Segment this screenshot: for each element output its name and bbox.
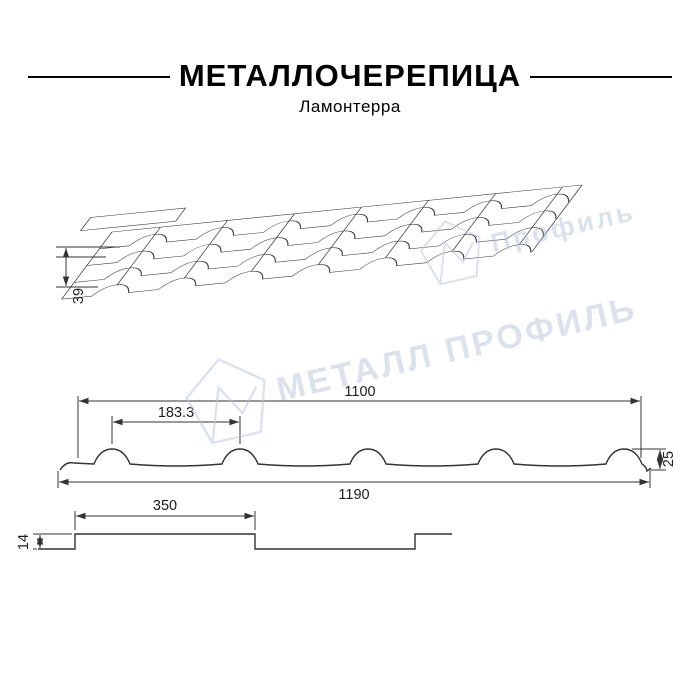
dim-39-label: 39 xyxy=(71,288,87,304)
module-step-profile: 350 14 xyxy=(16,498,452,550)
roof-3d-view: 39 xyxy=(56,184,583,304)
watermark-text: МЕТАЛЛ ПРОФИЛЬ xyxy=(273,289,641,409)
dim-350-extensions xyxy=(74,511,256,530)
dim-1190-label: 1190 xyxy=(338,487,369,503)
roof-sheet xyxy=(61,184,583,300)
dim-14-extensions xyxy=(33,533,72,550)
watermark-logo-fold-icon-2 xyxy=(439,240,475,285)
watermark-secondary: Профиль xyxy=(419,196,638,286)
watermark-logo-fold-icon xyxy=(211,384,258,444)
dim-1190-extensions xyxy=(57,469,651,488)
dim-25-extensions xyxy=(632,448,666,471)
watermark-logo-icon-2 xyxy=(419,220,481,286)
rib-crest-lines xyxy=(116,186,563,285)
dim-25-label: 25 xyxy=(661,451,677,467)
dim-350-label: 350 xyxy=(153,498,177,514)
watermark-main: МЕТАЛЛ ПРОФИЛЬ xyxy=(185,289,641,445)
step-profile-curve xyxy=(38,533,452,550)
dim-14-label: 14 xyxy=(16,534,32,550)
sheet-front-edge xyxy=(61,242,539,300)
dim-1100-label: 1100 xyxy=(344,384,375,400)
header: МЕТАЛЛОЧЕРЕПИЦА Ламонтерра xyxy=(28,58,672,116)
ridge-plank xyxy=(79,207,187,232)
watermark-partial-text: Профиль xyxy=(488,196,638,258)
dim-183-label: 183.3 xyxy=(158,405,194,421)
page-title: МЕТАЛЛОЧЕРЕПИЦА xyxy=(179,58,521,93)
page-subtitle: Ламонтерра xyxy=(299,97,401,116)
dim-1100-extensions xyxy=(77,396,642,458)
watermark-logo-icon xyxy=(185,357,266,445)
profile-cross-section: 1100 183.3 25 1190 xyxy=(57,384,677,503)
profile-curve xyxy=(59,448,652,473)
dim-183-extensions xyxy=(111,416,241,444)
